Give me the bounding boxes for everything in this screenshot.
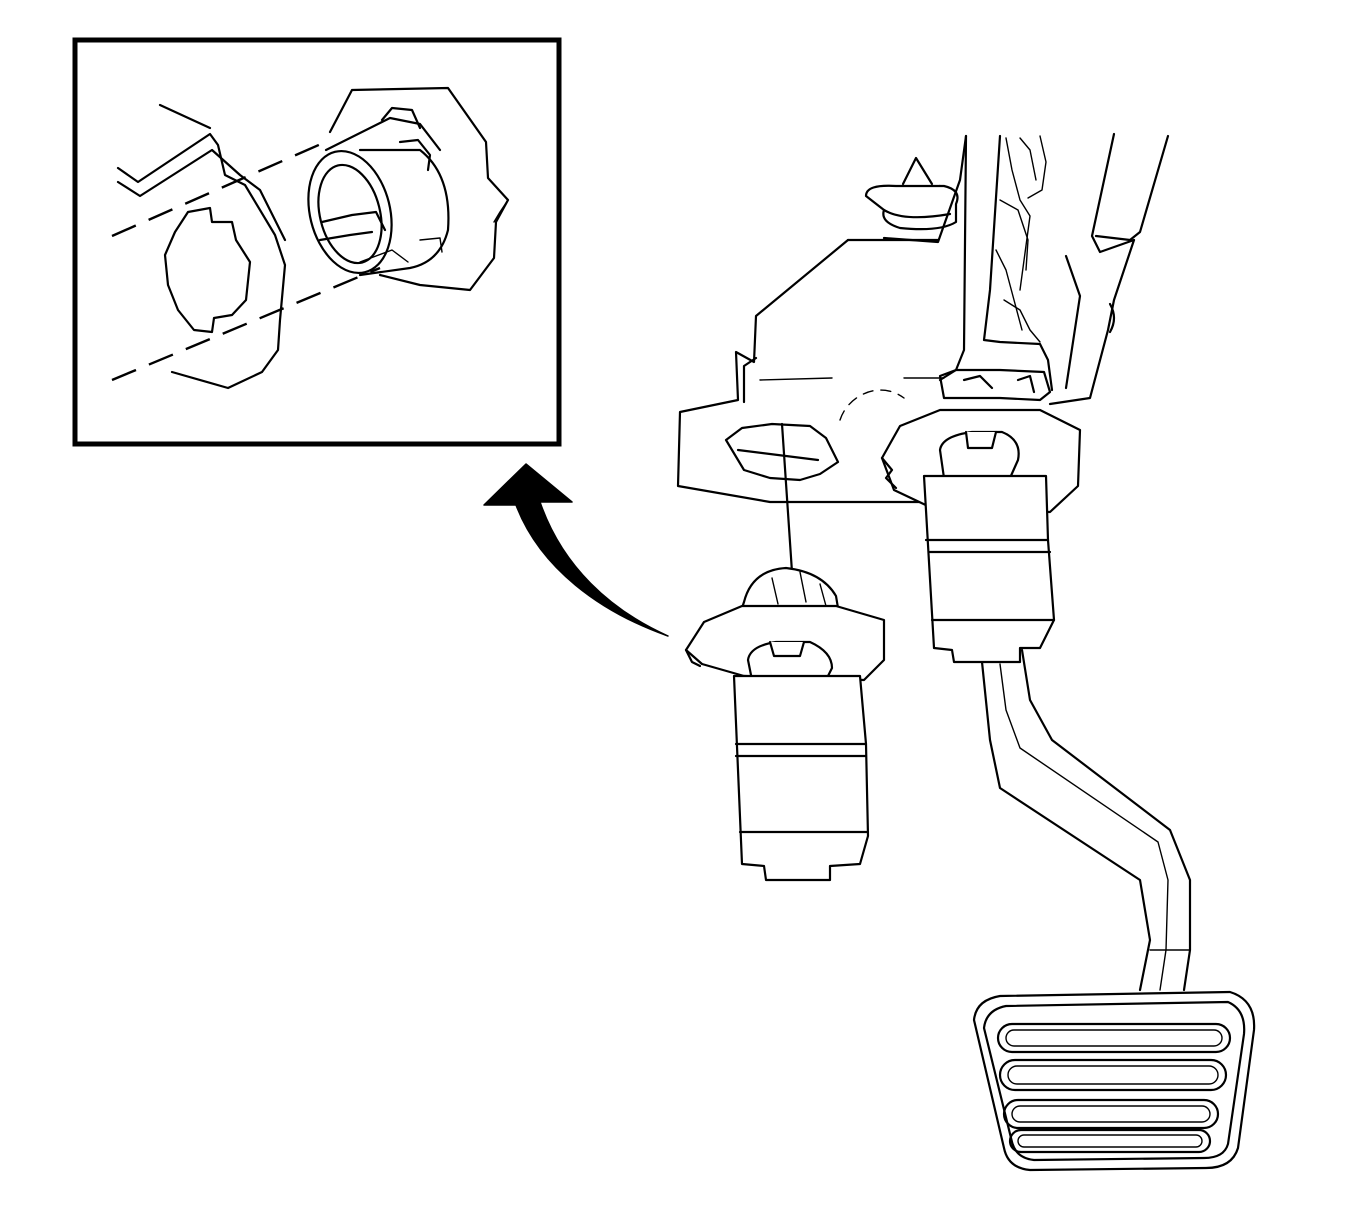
- mounting-stud: [864, 156, 959, 231]
- callout-sensor-housing: [307, 106, 450, 277]
- detail-callout: [72, 37, 562, 447]
- callout-projection-lines: [111, 138, 381, 382]
- pedal-bracket: [676, 134, 968, 504]
- installed-pedal-sensor: [880, 408, 1082, 664]
- curved-arrow-up-left-icon: [483, 463, 669, 637]
- pedal-pad: [972, 990, 1256, 1172]
- callout-sensor-bracket: [328, 86, 510, 292]
- removed-pedal-sensor: [684, 422, 886, 882]
- pedal-pad-ribs: [996, 1022, 1232, 1154]
- callout-frame: [72, 37, 562, 447]
- pedal-arm: [938, 132, 1192, 992]
- callout-mounting-plate: [116, 103, 287, 390]
